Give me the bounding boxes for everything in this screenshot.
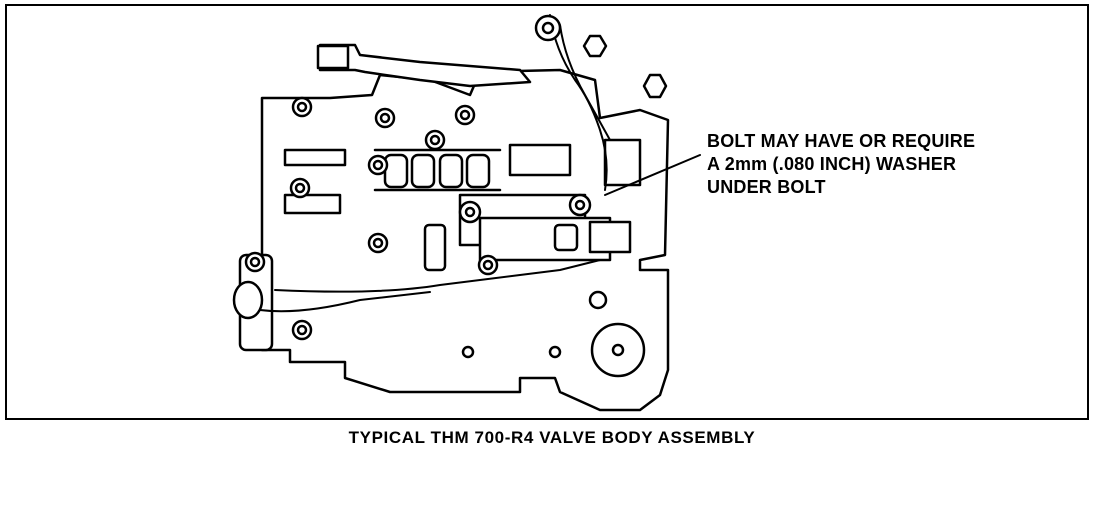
bolts [244,14,668,378]
callout-line-3: UNDER BOLT [707,177,826,197]
figure-caption: TYPICAL THM 700-R4 VALVE BODY ASSEMBLY [348,428,756,447]
washer-callout: BOLT MAY HAVE OR REQUIRE A 2mm (.080 INC… [707,130,975,199]
valve-body-drawing [232,14,701,412]
detent-lever [318,43,532,88]
accumulator [232,253,274,352]
callout-line-2: A 2mm (.080 INCH) WASHER [707,154,957,174]
wiring-harness [259,14,611,313]
callout-leader [604,154,701,196]
solenoid-assembly [458,138,642,262]
lever-tab [316,44,350,70]
valve-spools [283,148,502,272]
callout-line-1: BOLT MAY HAVE OR REQUIRE [707,131,976,151]
